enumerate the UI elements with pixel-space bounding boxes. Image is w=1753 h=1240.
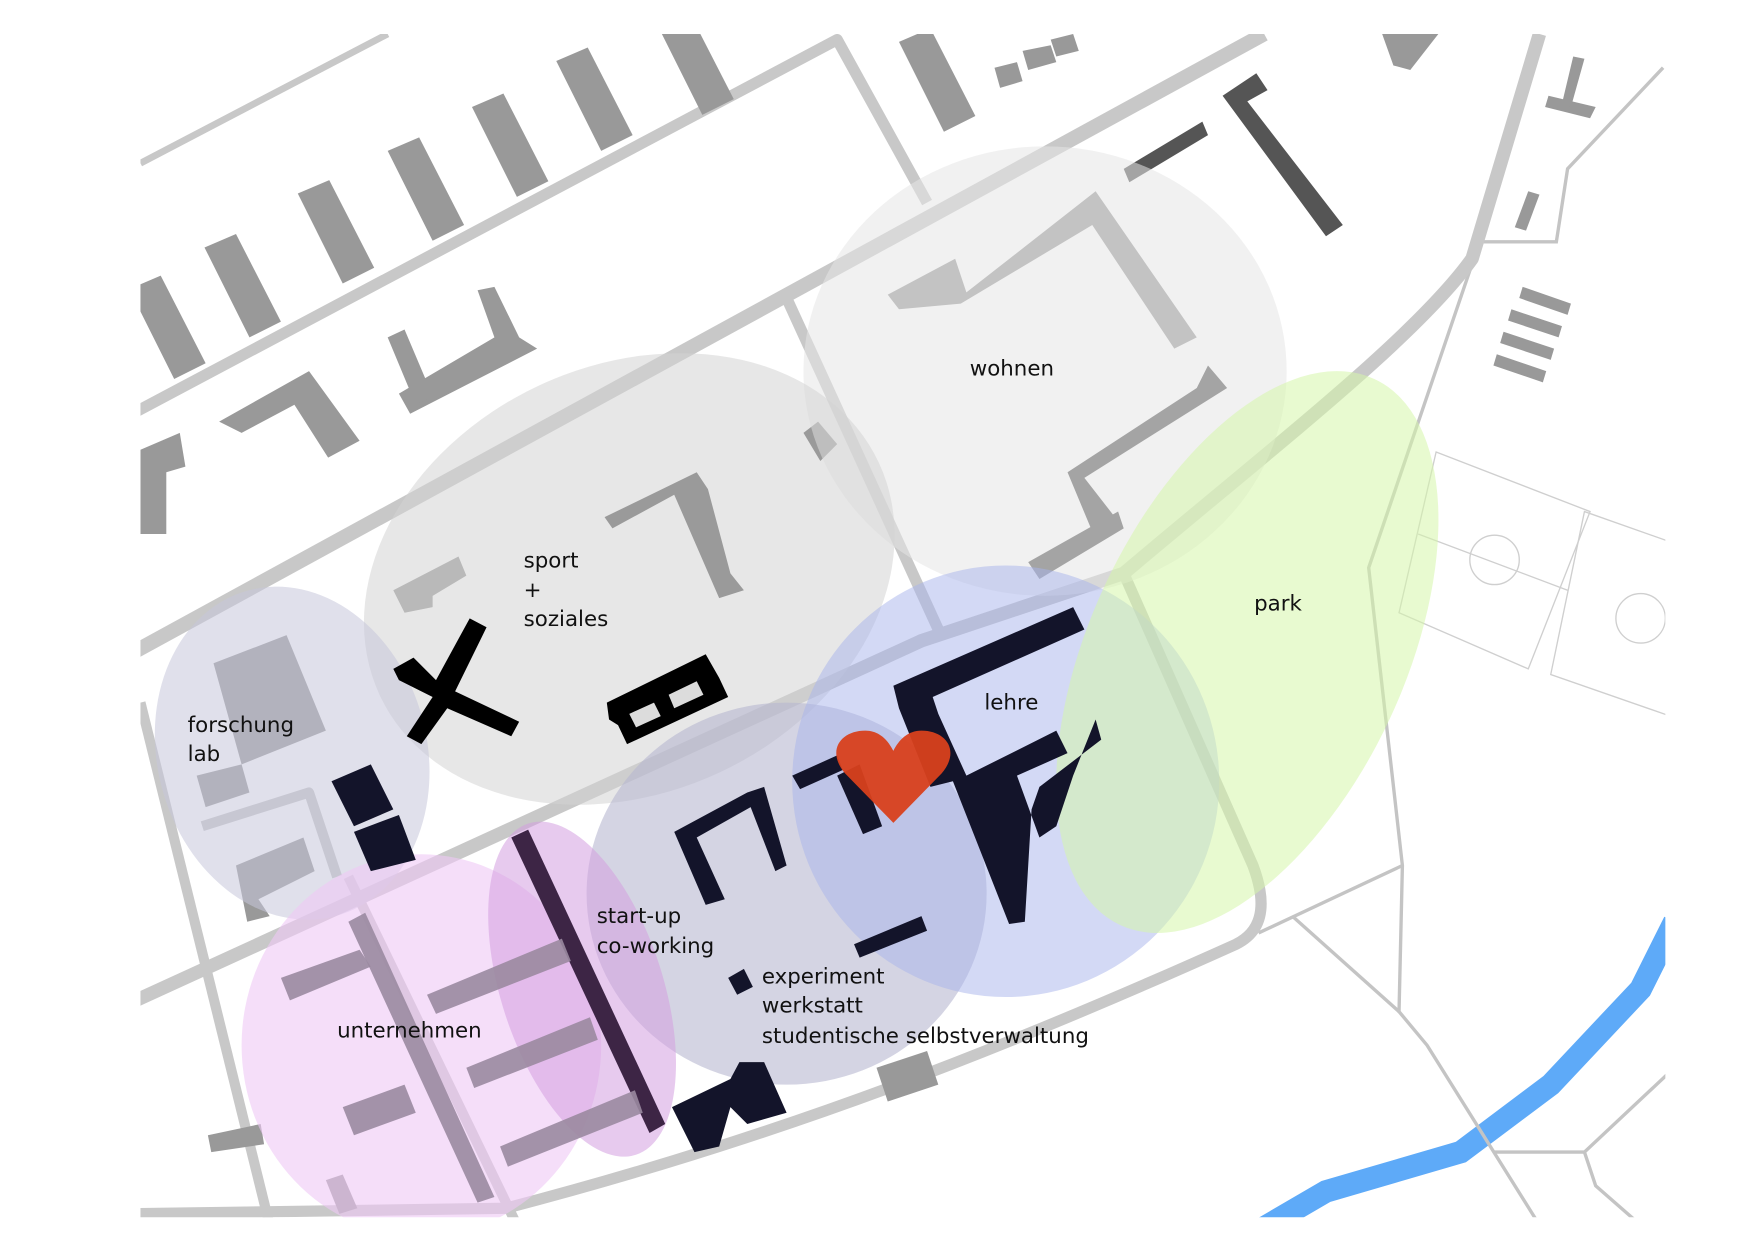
heart-icon xyxy=(836,730,951,823)
zone-sport xyxy=(363,353,895,805)
label-park: park xyxy=(1254,591,1302,616)
label-selbstverwaltung: studentische selbstverwaltung xyxy=(762,1024,1089,1049)
label-coworking: co-working xyxy=(597,934,715,959)
zone-wohnen xyxy=(803,146,1287,596)
label-sport: sport xyxy=(524,549,579,574)
label-werkstatt: werkstatt xyxy=(762,994,863,1019)
label-startup: start-up xyxy=(597,904,682,929)
sports-fields xyxy=(1398,451,1666,716)
zone-park xyxy=(1056,371,1439,933)
label-plus: + xyxy=(524,578,542,603)
label-lehre: lehre xyxy=(984,690,1038,715)
buildings-campus xyxy=(331,607,1102,1153)
river xyxy=(1259,916,1666,1218)
label-unternehmen: unternehmen xyxy=(337,1018,482,1043)
label-lab: lab xyxy=(188,742,221,767)
buildings-unternehmen xyxy=(280,912,643,1203)
label-soziales: soziales xyxy=(524,607,609,632)
label-forschung: forschung xyxy=(188,713,294,738)
label-experiment: experiment xyxy=(762,965,885,990)
label-wohnen: wohnen xyxy=(970,357,1054,382)
ladder-openings xyxy=(629,681,704,728)
